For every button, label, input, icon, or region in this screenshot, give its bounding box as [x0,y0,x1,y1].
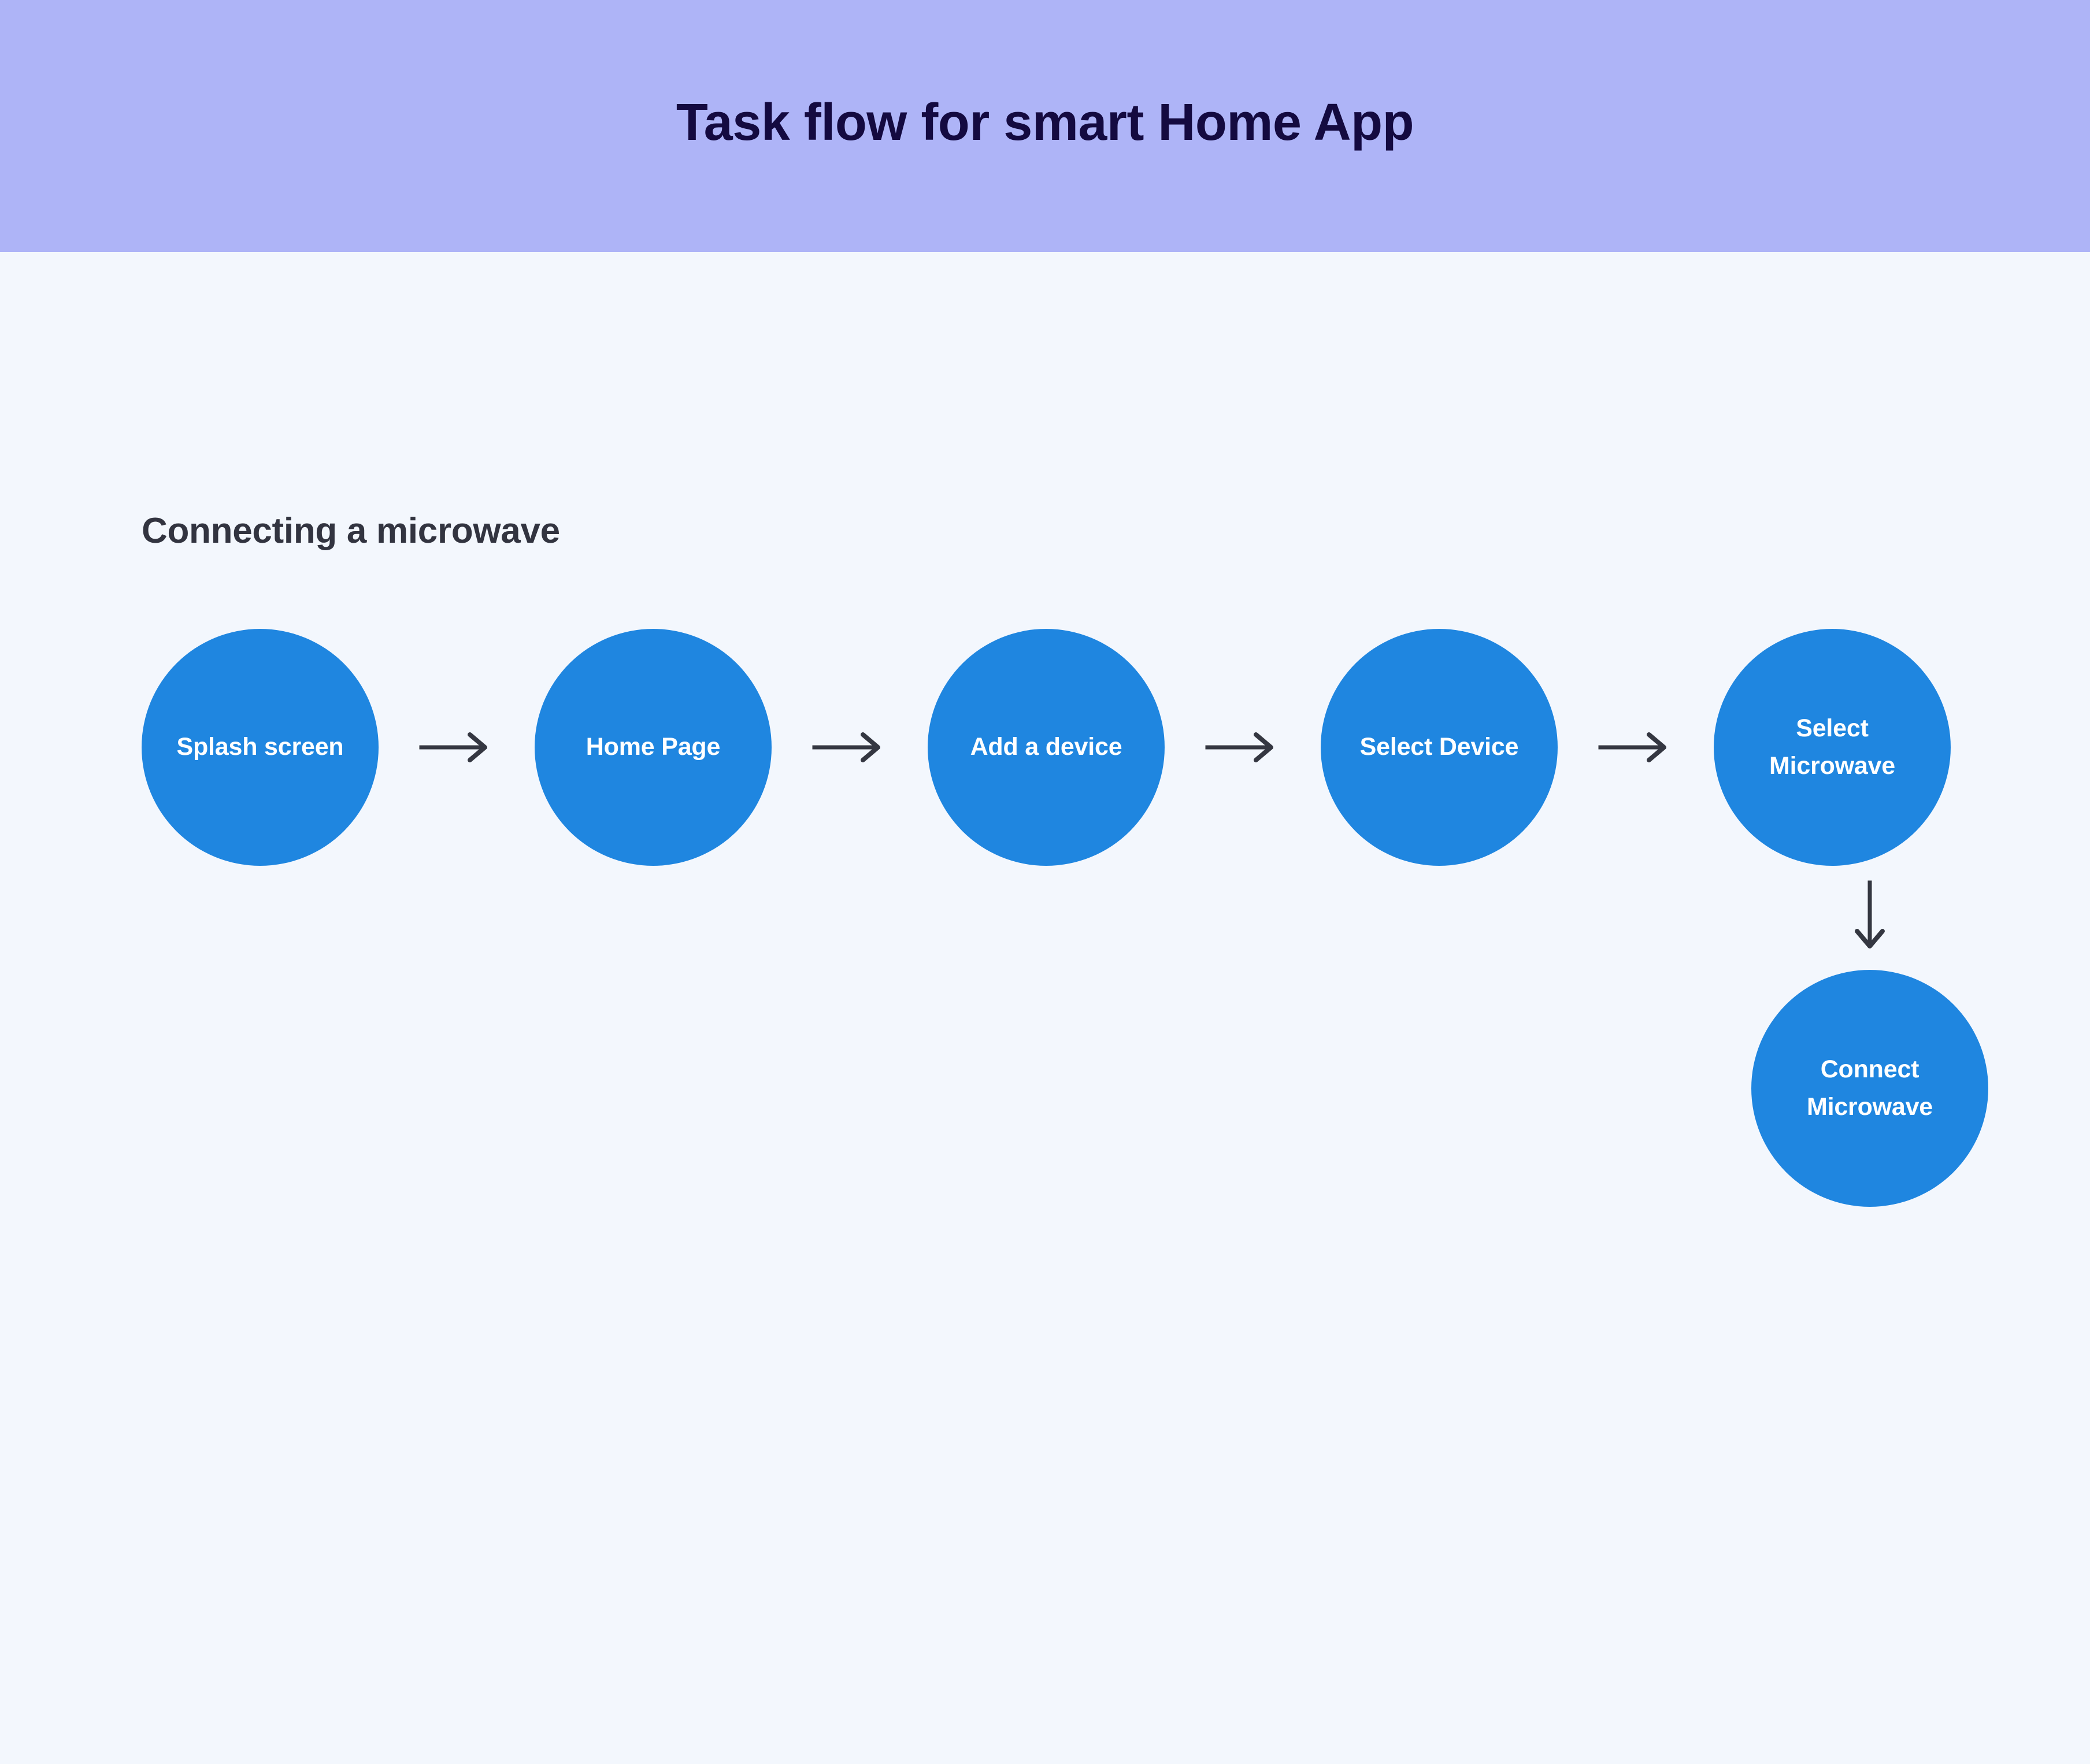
flow-node-connect-microwave[interactable]: Connect Microwave [1751,970,1988,1207]
flow-branch-column: Connect Microwave [1751,866,1988,1207]
arrow-right-icon-1 [379,713,535,782]
arrow-right-icon-3 [1165,713,1321,782]
flow-node-select-microwave[interactable]: Select Microwave [1714,629,1951,866]
flow-node-label: Select Microwave [1769,714,1896,780]
arrow-right-icon-2 [772,713,928,782]
arrow-down-icon-1 [1852,866,1887,970]
flow-node-label: Splash screen [176,733,344,761]
arrow-right-icon-4 [1558,713,1714,782]
page-header: Task flow for smart Home App [0,0,2090,252]
flow-node-label: Select Device [1359,733,1519,761]
page-title: Task flow for smart Home App [676,94,1414,151]
flow-node-home-page[interactable]: Home Page [535,629,772,866]
diagram-canvas: Connecting a microwave Splash screen Hom… [0,252,2090,1764]
flow-main-row: Splash screen Home Page Add a device [142,629,1951,866]
section-heading: Connecting a microwave [142,511,560,551]
flow-node-label: Home Page [586,733,721,761]
flow-node-add-a-device[interactable]: Add a device [928,629,1165,866]
flow-node-splash-screen[interactable]: Splash screen [142,629,379,866]
flow-node-label: Add a device [970,733,1122,761]
flow-node-label: Connect Microwave [1806,1055,1933,1121]
flow-node-select-device[interactable]: Select Device [1321,629,1558,866]
